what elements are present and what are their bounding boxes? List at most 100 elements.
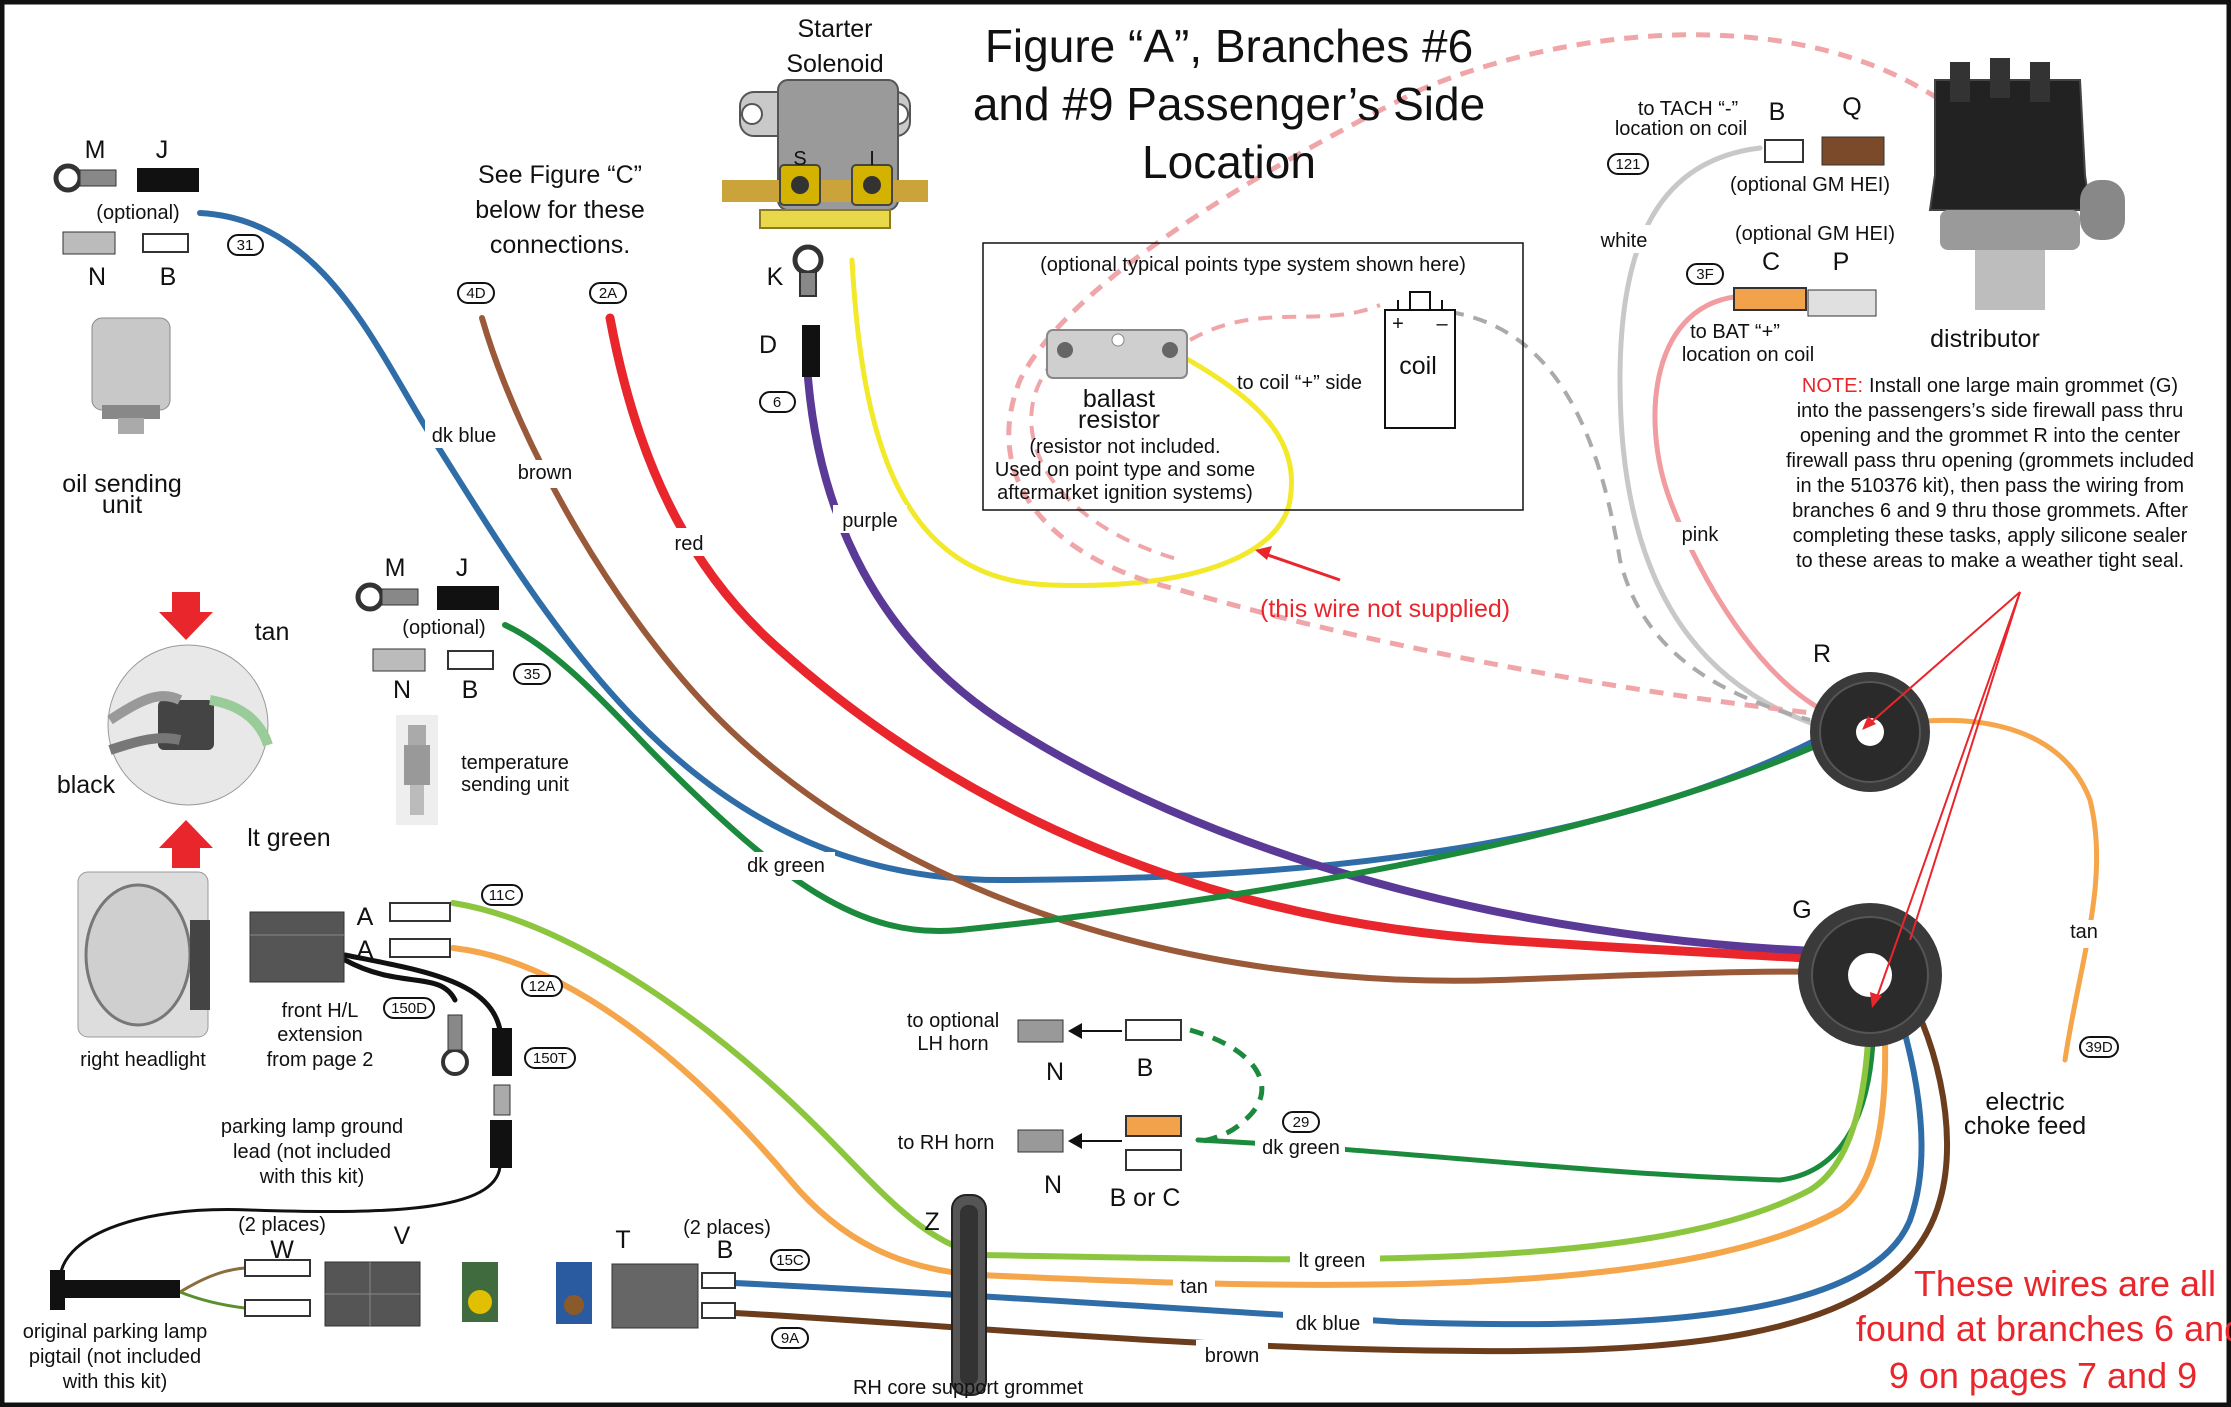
wire-ext-black2: [342, 952, 503, 1033]
label-pink: pink: [1682, 524, 1720, 546]
dist-b: B: [1769, 98, 1786, 126]
ext-line-2: extension: [277, 1024, 363, 1046]
tag-6: 6: [759, 391, 796, 413]
oil-label-2: unit: [102, 491, 142, 519]
note-line-4: in the 510376 kit), then pass the wiring…: [1796, 475, 2184, 497]
pigtail-2: pigtail (not included: [29, 1346, 201, 1368]
see-fig-c-3: connections.: [490, 231, 630, 259]
tag-35-text: 35: [524, 666, 541, 683]
points-box: (optional typical points type system sho…: [982, 242, 1524, 511]
oil-optional: (optional): [96, 202, 179, 224]
parking-ground-3: with this kit): [259, 1166, 364, 1188]
parking-ground-2: lead (not included: [233, 1141, 391, 1163]
plug-ltgreen: lt green: [247, 824, 330, 852]
wire-yellow: [849, 257, 1294, 589]
oil-b: B: [160, 263, 177, 291]
to-lh-2: LH horn: [917, 1033, 988, 1055]
title-line3: Location: [1142, 136, 1316, 188]
tag-39d: 39D: [2079, 1036, 2119, 1058]
parking-ground-lead: parking lamp ground lead (not included w…: [221, 1116, 403, 1188]
title: Figure “A”, Branches #6 and #9 Passenger…: [973, 20, 1485, 188]
tag-29: 29: [1282, 1111, 1320, 1133]
label-dkblue-bottom: dk blue: [1296, 1313, 1361, 1335]
tag-3f-text: 3F: [1696, 266, 1714, 283]
letter-d: D: [759, 331, 777, 359]
horn-b-or-c: B or C: [1110, 1184, 1181, 1212]
note-line-6: completing these tasks, apply silicone s…: [1793, 525, 2188, 547]
temp-label-2: sending unit: [461, 774, 569, 796]
footer-1: These wires are all: [1914, 1263, 2216, 1304]
note-line-0-body: Install one large main grommet (G): [1869, 375, 2178, 397]
grommet-z-label: Z: [924, 1208, 939, 1236]
title-line2: and #9 Passenger’s Side: [973, 78, 1485, 130]
optional-hei-1: (optional GM HEI): [1730, 174, 1890, 196]
tag-121: 121: [1607, 153, 1649, 175]
note-line-0: NOTE:Install one large main grommet (G): [1802, 375, 2178, 397]
starter-solenoid: Starter Solenoid S I K D: [722, 15, 928, 377]
dist-q: Q: [1842, 93, 1861, 121]
label-brown: brown: [518, 462, 572, 484]
pigtail-3: with this kit): [62, 1371, 167, 1393]
right-headlight: right headlight: [77, 871, 210, 1071]
tag-4d-text: 4D: [466, 285, 485, 302]
choke-2: choke feed: [1964, 1112, 2086, 1140]
temp-n: N: [393, 676, 411, 704]
tag-121-text: 121: [1615, 156, 1640, 173]
right-headlight-label: right headlight: [80, 1049, 206, 1071]
tag-31-text: 31: [237, 237, 254, 254]
choke-1: electric: [1985, 1088, 2064, 1116]
wire-darkbrown-bottom: [732, 969, 1951, 1355]
label-red: red: [675, 533, 704, 555]
tag-39d-text: 39D: [2085, 1039, 2113, 1056]
wire-tan-bottom: [450, 945, 1889, 1288]
tag-150t: 150T: [524, 1047, 576, 1069]
places-1: (2 places): [238, 1214, 326, 1236]
not-supplied-callout: (this wire not supplied): [1255, 546, 1510, 623]
dashed-pink-not-supplied: [1006, 32, 1942, 718]
wire-brown: [479, 315, 1838, 984]
note-line-7: to these areas to make a weather tight s…: [1796, 550, 2184, 572]
grommet-r: [1810, 672, 1930, 792]
wire-pigtail-green: [178, 1290, 247, 1310]
tag-150d-text: 150D: [391, 1000, 427, 1017]
tag-15c-text: 15C: [776, 1252, 804, 1269]
wire-labels: dk blue brown red purple dk green white …: [425, 225, 2103, 1368]
wire-pink: [1652, 293, 1833, 717]
parking-ground-1: parking lamp ground: [221, 1116, 403, 1138]
ballast-note-2: Used on point type and some: [995, 459, 1255, 481]
to-bat-1: to BAT “+”: [1690, 321, 1780, 343]
wire-pigtail-brown: [178, 1266, 247, 1294]
conn-v: V: [394, 1222, 411, 1250]
solenoid-label-2: Solenoid: [786, 50, 883, 78]
ballast-label-1: ballast: [1083, 385, 1155, 413]
temp-m: M: [385, 554, 406, 582]
label-brown-bottom: brown: [1205, 1345, 1259, 1367]
tag-4d: 4D: [457, 282, 495, 304]
wire-tan-choke: [1877, 717, 2100, 1063]
plug-tan: tan: [255, 618, 290, 646]
see-figure-c: See Figure “C” below for these connectio…: [475, 161, 645, 259]
install-note: NOTE:Install one large main grommet (G) …: [1786, 375, 2194, 1008]
conn-b: B: [717, 1236, 734, 1264]
tag-12a-text: 12A: [529, 978, 556, 995]
coil-plus: +: [1392, 313, 1404, 335]
tag-12a: 12A: [521, 975, 563, 997]
dashed-wires: [1006, 32, 1942, 1145]
oil-n: N: [88, 263, 106, 291]
places-2: (2 places): [683, 1217, 771, 1239]
ballast-resistor: [1046, 329, 1188, 379]
coil-minus: –: [1436, 313, 1448, 335]
wire-dkgreen: [502, 622, 1823, 934]
coil: [1384, 309, 1456, 429]
ext-line-3: from page 2: [267, 1049, 374, 1071]
not-supplied-label: (this wire not supplied): [1260, 595, 1510, 623]
grommet-g-label: G: [1792, 896, 1811, 924]
solenoid-i: I: [869, 148, 875, 170]
dist-c: C: [1762, 248, 1780, 276]
ext-a2: A: [357, 936, 374, 964]
ext-line-1: front H/L: [282, 1000, 359, 1022]
to-rh: to RH horn: [898, 1132, 995, 1154]
to-coil-plus: to coil “+” side: [1237, 372, 1362, 394]
circuit-tags: 31 4D 2A 6 35 121 3F 11C 12A 150D 150T 2…: [227, 153, 2119, 1349]
